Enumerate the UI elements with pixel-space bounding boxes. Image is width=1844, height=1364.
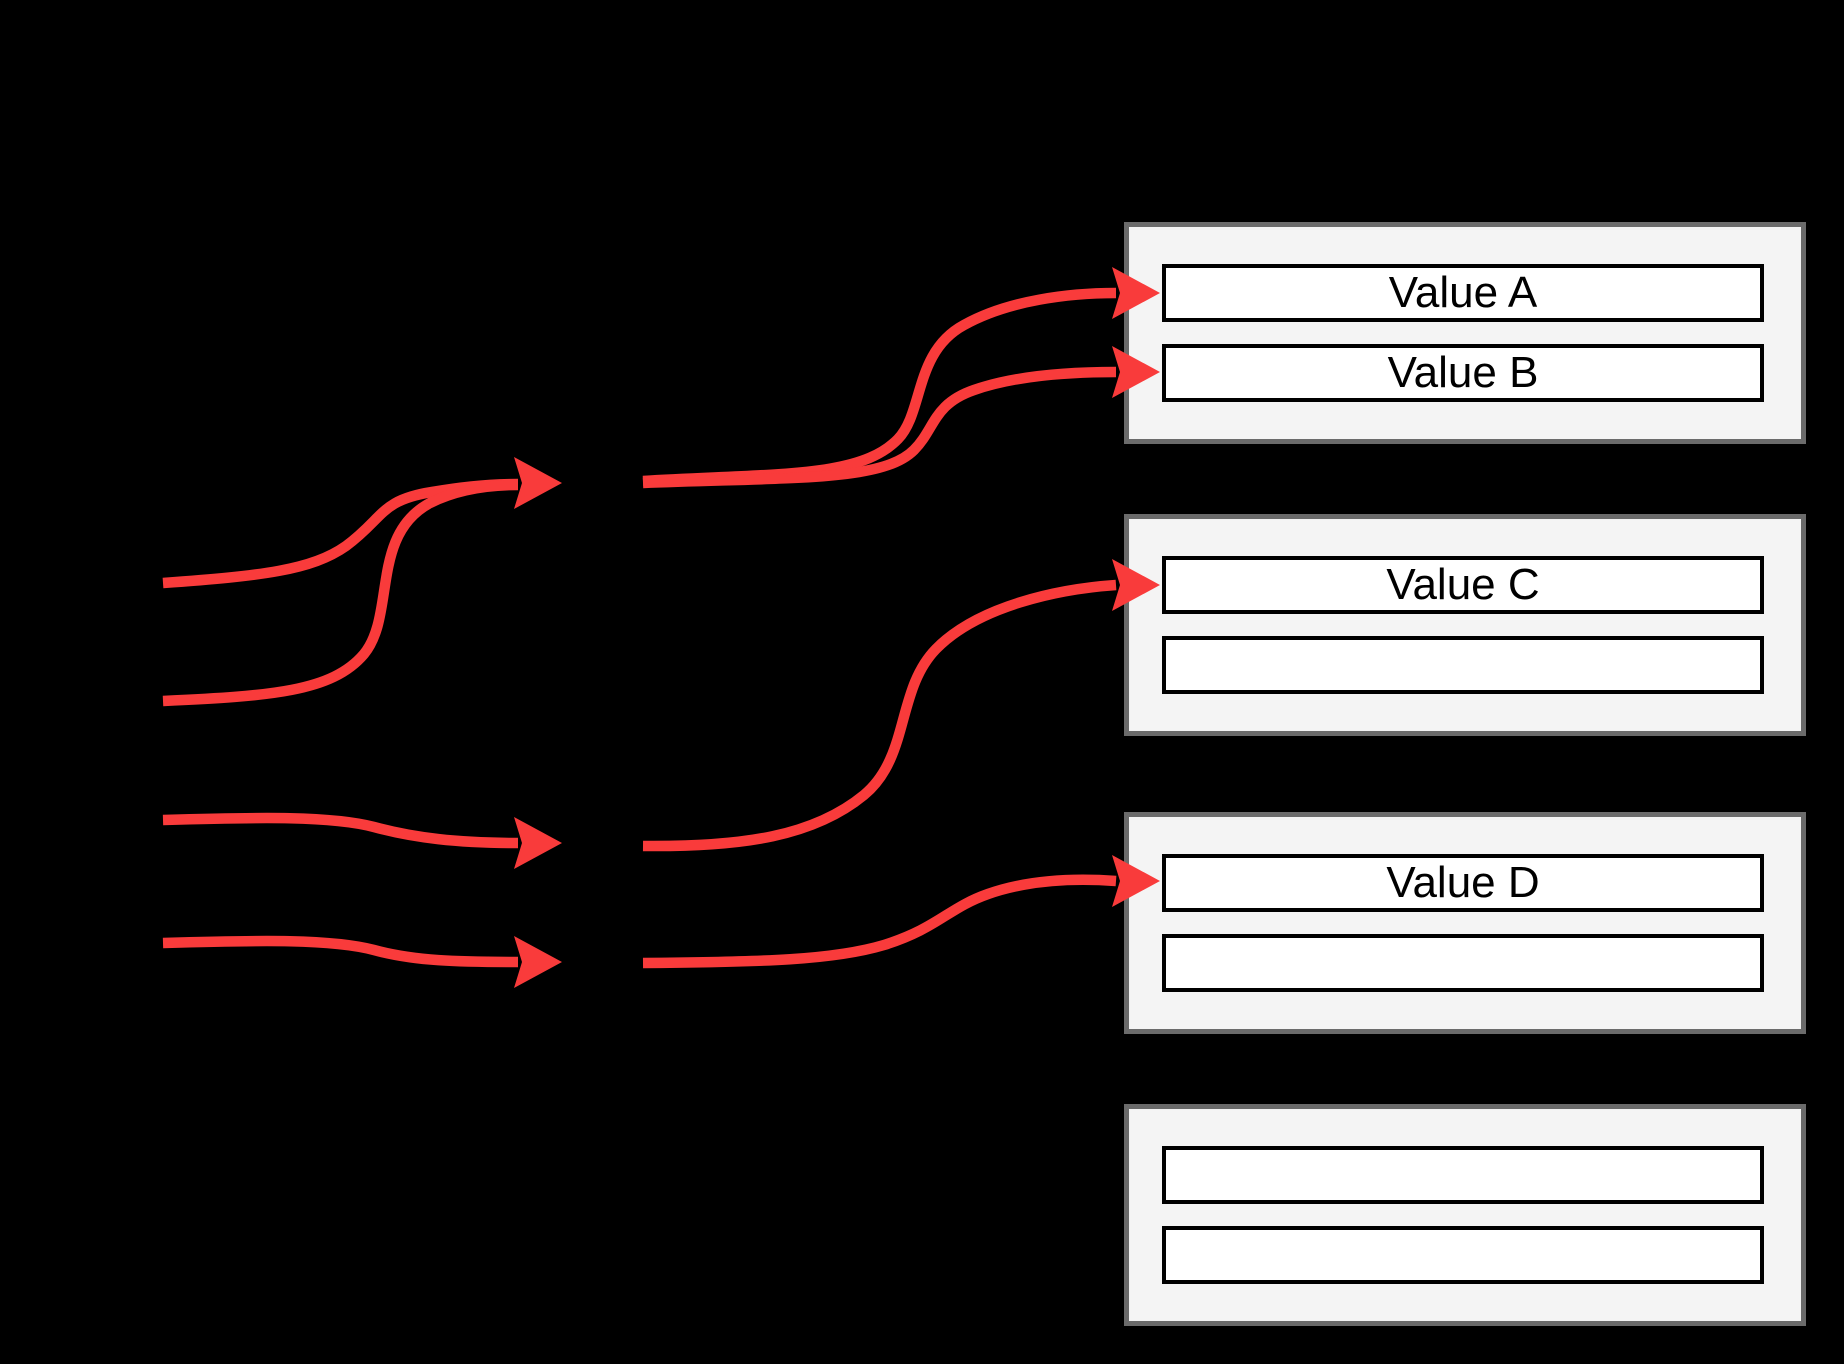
edge-left-to-mid3: [162, 935, 519, 968]
edge-mid1-to-value-a: [642, 287, 1117, 487]
value-d-box: Value D: [1162, 854, 1764, 912]
value-c-box: Value C: [1162, 556, 1764, 614]
value-b-box: Value B: [1162, 344, 1764, 402]
arrowhead-mid2-icon: [514, 817, 562, 869]
edge-mid2-to-value-c: [642, 579, 1117, 852]
arrowhead-mid1-icon: [514, 457, 562, 509]
edge-left-lower-to-mid1: [162, 479, 519, 707]
empty-box: [1162, 1146, 1764, 1204]
record-panel-empty: [1124, 1104, 1806, 1326]
empty-box: [1162, 1226, 1764, 1284]
record-panel-d: Value D: [1124, 812, 1806, 1034]
record-panel-ab: Value A Value B: [1124, 222, 1806, 444]
edge-mid1-to-value-b: [642, 366, 1117, 489]
empty-box: [1162, 636, 1764, 694]
edge-left-to-mid2: [162, 812, 519, 849]
value-a-box: Value A: [1162, 264, 1764, 322]
edge-left-upper-to-mid1: [162, 478, 519, 589]
record-panel-c: Value C: [1124, 514, 1806, 736]
arrowhead-mid3-icon: [514, 936, 562, 988]
empty-box: [1162, 934, 1764, 992]
edge-mid3-to-value-d: [642, 874, 1117, 969]
